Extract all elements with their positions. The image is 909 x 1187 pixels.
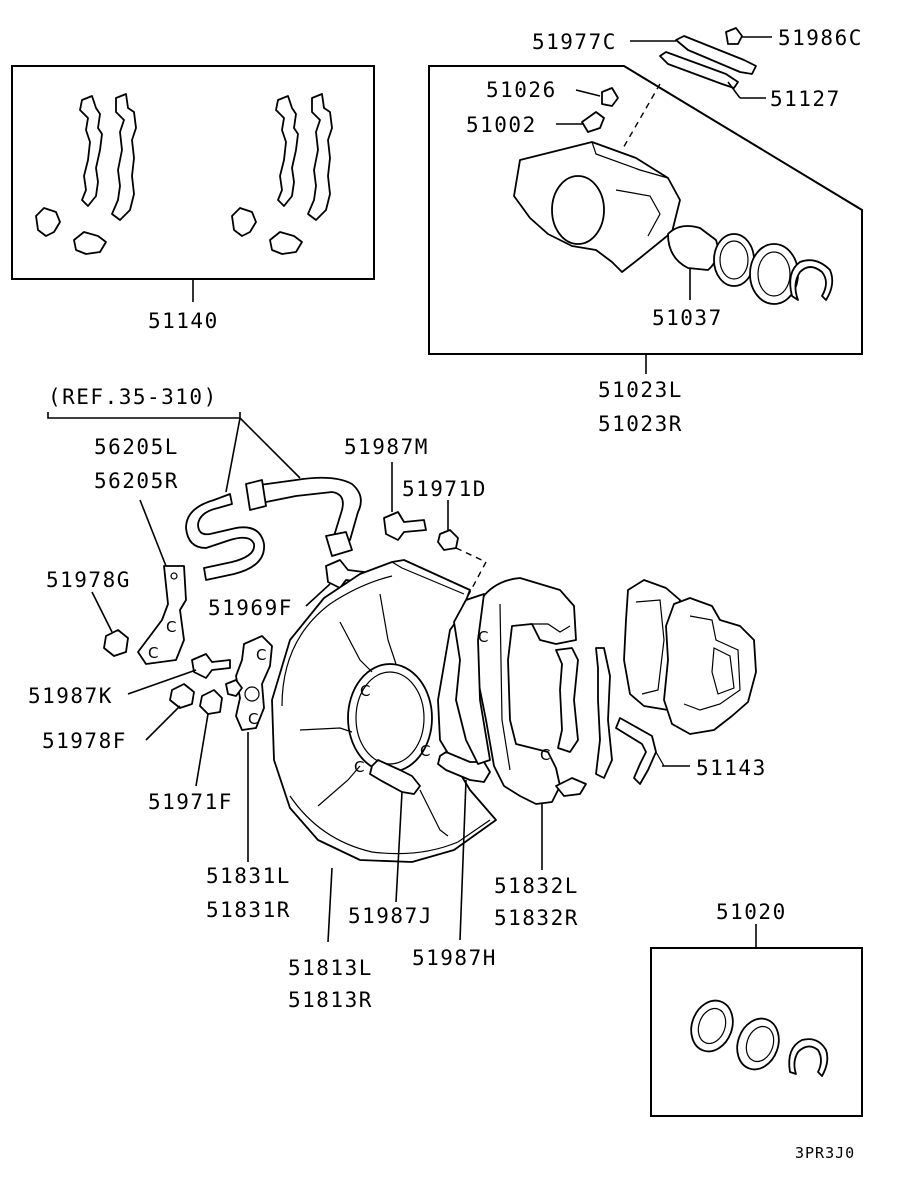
label-51987J: 51987J xyxy=(348,904,433,928)
nut-51971F[interactable] xyxy=(199,689,223,715)
label-51127: 51127 xyxy=(770,87,841,111)
brake-tube[interactable] xyxy=(185,493,265,581)
support-plate-inner[interactable] xyxy=(453,593,491,765)
label-51987K: 51987K xyxy=(28,684,113,708)
anti-squeal-clip-left-a[interactable] xyxy=(79,95,103,207)
label-51977C: 51977C xyxy=(532,30,617,54)
seal-kit-group: 51020 xyxy=(650,900,863,1117)
label-51026: 51026 xyxy=(486,78,557,102)
brake-hose[interactable] xyxy=(251,476,362,541)
caliper-bolts-group: 51987J 51987H xyxy=(348,751,497,970)
clip-mark-bracket-2: C xyxy=(166,618,176,636)
clip-mark-bracket-1: C xyxy=(148,644,158,662)
label-51037: 51037 xyxy=(652,306,723,330)
label-51978G: 51978G xyxy=(46,568,131,592)
label-51023L: 51023L xyxy=(598,378,683,402)
retainer-plate[interactable] xyxy=(659,51,739,89)
bracket-51831-group: C C 51831L 51831R xyxy=(206,635,291,922)
pad-clip-lower[interactable] xyxy=(595,647,613,779)
caliper-assembly-group: 51977C 51986C 51026 51127 51002 51037 51… xyxy=(428,26,863,436)
caliper-assembly-box xyxy=(428,65,863,355)
pad-shim-right-b[interactable] xyxy=(269,231,303,255)
label-51813L: 51813L xyxy=(288,956,373,980)
hose-end-fitting[interactable] xyxy=(325,531,353,557)
label-51971F: 51971F xyxy=(148,790,233,814)
clip-mark-shield-2: C xyxy=(354,758,364,776)
pad-shim-right-a[interactable] xyxy=(231,207,257,237)
piston[interactable] xyxy=(667,225,719,271)
label-51986C: 51986C xyxy=(778,26,863,50)
label-51023R: 51023R xyxy=(598,412,683,436)
label-56205R: 56205R xyxy=(94,469,179,493)
bolt-51987K[interactable] xyxy=(191,653,231,679)
bolt-51987H[interactable] xyxy=(437,751,491,783)
clip-mark-support-2: C xyxy=(540,746,550,764)
seal-kit-ring[interactable] xyxy=(788,1038,829,1077)
seal-kit-boot[interactable] xyxy=(730,1013,785,1076)
nut-51978F[interactable] xyxy=(169,683,195,709)
label-51140: 51140 xyxy=(148,309,219,333)
label-51987M: 51987M xyxy=(344,435,429,459)
bolt-51987M[interactable] xyxy=(383,511,427,541)
label-51987H: 51987H xyxy=(412,946,497,970)
label-51002: 51002 xyxy=(466,113,537,137)
label-51969F: 51969F xyxy=(208,596,293,620)
clip-mark-51831-2: C xyxy=(248,710,258,728)
anti-squeal-clip-right-a[interactable] xyxy=(275,95,299,207)
brake-pads-group: 51143 xyxy=(615,579,767,785)
label-ref: (REF.35-310) xyxy=(48,385,218,409)
label-51971D: 51971D xyxy=(402,477,487,501)
boot-ring[interactable] xyxy=(789,259,834,301)
brake-pad-inner[interactable] xyxy=(663,597,757,735)
pad-retaining-spring[interactable] xyxy=(675,35,757,75)
fasteners-group: 51987M 51971D 51978G 51969F 51987K 51978… xyxy=(28,435,487,814)
bolt-51987J[interactable] xyxy=(369,759,421,795)
caliper-support-group: C C 51832L 51832R xyxy=(453,577,613,930)
nut-51971D[interactable] xyxy=(437,529,459,551)
label-51831R: 51831R xyxy=(206,898,291,922)
pad-shim-left-b[interactable] xyxy=(73,231,107,255)
bleeder-cap[interactable] xyxy=(601,87,619,107)
pad-wear-indicator[interactable] xyxy=(615,717,657,785)
bracket-stud[interactable] xyxy=(225,679,243,697)
label-51978F: 51978F xyxy=(42,729,127,753)
label-51020: 51020 xyxy=(716,900,787,924)
label-51832R: 51832R xyxy=(494,906,579,930)
nut-51978G[interactable] xyxy=(103,629,129,657)
label-51832L: 51832L xyxy=(494,874,579,898)
caliper-bore xyxy=(551,175,605,245)
pad-shim-left-a[interactable] xyxy=(35,207,61,237)
seal-kit-box xyxy=(650,947,863,1117)
diagram-code: 3PR3J0 xyxy=(795,1144,855,1162)
clip-mark-shield-1: C xyxy=(360,682,370,700)
clip-mark-shield-3: C xyxy=(420,742,430,760)
support-shim[interactable] xyxy=(555,777,587,797)
clip-mark-51831-1: C xyxy=(256,646,266,664)
dust-shield-group: C C C 51813L 51813R xyxy=(271,547,497,1012)
bleeder-screw[interactable] xyxy=(581,111,605,133)
hose-fitting[interactable] xyxy=(245,479,267,511)
pad-clip-upper[interactable] xyxy=(555,647,579,753)
label-51831L: 51831L xyxy=(206,864,291,888)
hose-bracket[interactable] xyxy=(137,565,187,665)
anti-squeal-clip-right-b[interactable] xyxy=(307,93,333,221)
spring-nut[interactable] xyxy=(725,27,743,45)
pad-clip-kit-group: 51140 xyxy=(11,65,375,333)
brake-hose-group: (REF.35-310) C C 56205L 56205R xyxy=(47,385,362,665)
label-51143: 51143 xyxy=(696,756,767,780)
clip-mark-support-1: C xyxy=(478,628,488,646)
seal-kit-piston-seal[interactable] xyxy=(684,995,739,1058)
label-51813R: 51813R xyxy=(288,988,373,1012)
splash-shield-bracket[interactable] xyxy=(235,635,273,731)
anti-squeal-clip-left-b[interactable] xyxy=(111,93,137,221)
label-56205L: 56205L xyxy=(94,435,179,459)
